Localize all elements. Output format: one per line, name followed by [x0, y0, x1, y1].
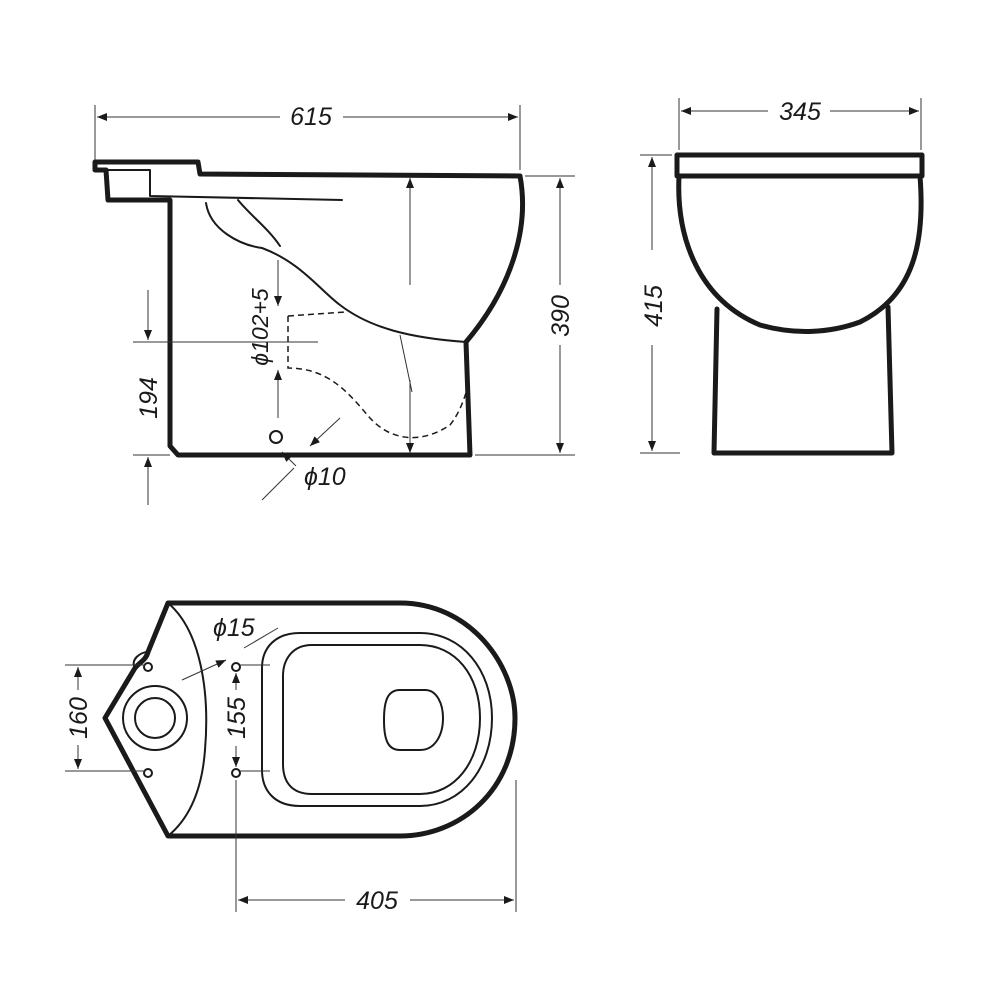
dim-160-label: 160 — [65, 697, 93, 739]
dim-inlet-diameter-label: ϕ102+5 — [247, 288, 273, 366]
side-view-seat-line — [105, 169, 343, 201]
top-view-inlet-outer — [122, 685, 188, 751]
side-fixing-hole — [269, 430, 283, 444]
side-view-body — [92, 159, 525, 458]
dim-194-label: 194 — [135, 377, 163, 419]
front-view-pedestal — [711, 304, 895, 456]
top-view-cistern-curve — [167, 602, 208, 837]
side-view-rim-curve — [237, 199, 281, 247]
top-rear-hole-lower — [143, 768, 153, 778]
top-view-inlet-inner — [134, 697, 176, 739]
side-view-bowl-curve — [205, 202, 467, 343]
top-view: 160 155 ϕ15 405 — [65, 600, 518, 915]
dim-415-label: 415 — [640, 285, 668, 327]
top-fixing-hole-upper — [231, 662, 241, 672]
dim-390-label: 390 — [547, 295, 575, 337]
top-view-notch — [132, 651, 149, 669]
top-view-drain — [383, 689, 444, 751]
top-rear-hole-upper — [143, 662, 153, 672]
front-view-rim — [674, 152, 925, 179]
front-view: 345 415 — [640, 98, 925, 456]
dim-phi15-label: ϕ15 — [213, 614, 255, 642]
dim-phi10-label: ϕ10 — [304, 463, 346, 491]
dim-405-label: 405 — [356, 887, 398, 915]
side-view: 615 390 194 ϕ102+5 ϕ10 — [92, 103, 575, 505]
dim-615-label: 615 — [290, 103, 332, 131]
top-view-bowl-inner — [282, 644, 481, 795]
top-fixing-hole-lower — [231, 768, 241, 778]
dim-155-label: 155 — [223, 697, 251, 739]
top-view-bowl-outer — [261, 632, 493, 807]
front-view-bowl — [676, 173, 924, 334]
dim-345-label: 345 — [779, 98, 821, 126]
side-view-outlet-dashed — [287, 311, 471, 439]
top-view-outline — [102, 600, 518, 839]
